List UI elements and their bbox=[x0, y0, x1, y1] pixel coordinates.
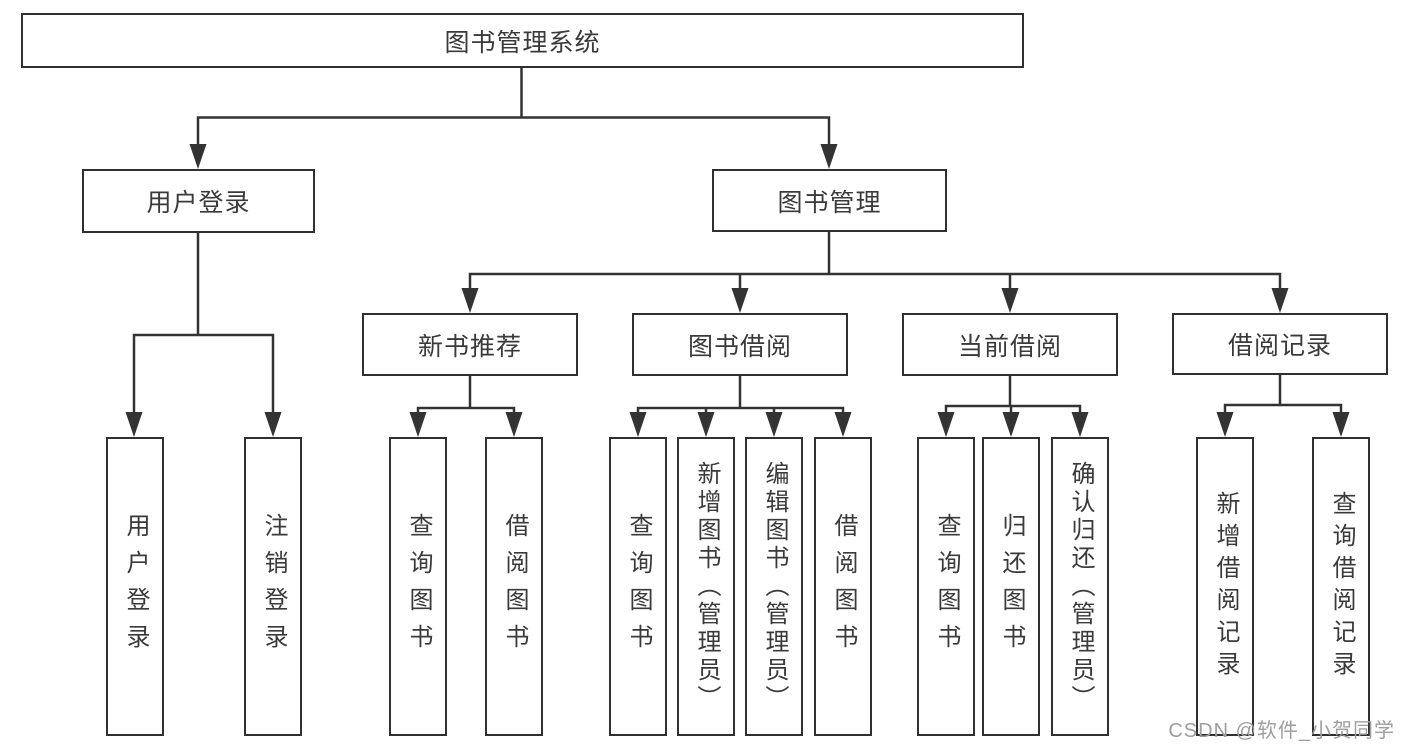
leaf-confirm-return-admin: 确认归还（管理员） bbox=[1051, 437, 1109, 736]
arrowhead-icon bbox=[731, 288, 749, 313]
leaf-add-books-admin: 新增图书（管理员） bbox=[677, 437, 735, 736]
node-label: 查询图书 bbox=[625, 512, 652, 661]
edge-records-to-leaves bbox=[1223, 373, 1343, 416]
node-label: 图书管理 bbox=[777, 188, 882, 217]
edge-new-books-to-leaves bbox=[416, 374, 516, 416]
node-label: 确认归还（管理员） bbox=[1067, 460, 1094, 713]
edge-book-management-to-level3 bbox=[468, 230, 1282, 292]
arrowhead-icon bbox=[1002, 412, 1020, 437]
edge-current-to-leaves bbox=[944, 374, 1082, 416]
arrowhead-icon bbox=[264, 412, 282, 437]
node-borrowing-records: 借阅记录 bbox=[1172, 313, 1388, 375]
edge-user-login-to-leaves bbox=[132, 231, 275, 416]
arrowhead-icons bbox=[125, 144, 1350, 437]
node-label: 图书管理系统 bbox=[444, 28, 601, 57]
leaf-user-login: 用户登录 bbox=[106, 437, 164, 736]
node-label: 查询借阅记录 bbox=[1328, 490, 1355, 683]
leaf-logout: 注销登录 bbox=[244, 437, 302, 736]
csdn-watermark: CSDN @软件_小贺同学 bbox=[1168, 720, 1395, 742]
node-label: 新增借阅记录 bbox=[1212, 490, 1239, 683]
node-label: 查询图书 bbox=[933, 512, 960, 661]
arrowhead-icon bbox=[820, 144, 838, 169]
arrowhead-icon bbox=[937, 412, 955, 437]
node-label: 借阅图书 bbox=[830, 512, 857, 661]
node-label: 用户登录 bbox=[122, 512, 149, 661]
leaf-edit-books-admin: 编辑图书（管理员） bbox=[745, 437, 803, 736]
arrowhead-icon bbox=[1216, 412, 1234, 437]
leaf-add-borrow-record: 新增借阅记录 bbox=[1196, 437, 1254, 736]
edge-root-to-level2 bbox=[196, 66, 831, 148]
arrowhead-icon bbox=[629, 412, 647, 437]
node-book-management: 图书管理 bbox=[712, 169, 947, 232]
node-new-book-recommend: 新书推荐 bbox=[362, 313, 578, 376]
node-label: 查询图书 bbox=[405, 512, 432, 661]
arrowhead-icon bbox=[1001, 288, 1019, 313]
node-label: 用户登录 bbox=[146, 189, 251, 217]
arrowhead-icon bbox=[1332, 412, 1350, 437]
node-label: 借阅图书 bbox=[501, 512, 528, 661]
arrowhead-icon bbox=[1271, 288, 1289, 313]
node-label: 新增图书（管理员） bbox=[693, 460, 720, 713]
arrowhead-icon bbox=[461, 288, 479, 313]
arrowhead-icon bbox=[697, 412, 715, 437]
leaf-query-borrow-record: 查询借阅记录 bbox=[1312, 437, 1370, 736]
node-label: 注销登录 bbox=[260, 512, 287, 661]
node-label: 新书推荐 bbox=[417, 332, 522, 361]
arrowhead-icon bbox=[765, 412, 783, 437]
arrowhead-icon bbox=[505, 412, 523, 437]
node-current-borrowing: 当前借阅 bbox=[902, 313, 1118, 376]
arrowhead-icon bbox=[409, 412, 427, 437]
node-label: 图书借阅 bbox=[687, 332, 792, 361]
arrowhead-icon bbox=[834, 412, 852, 437]
node-label: 借阅记录 bbox=[1227, 332, 1332, 360]
arrowhead-icon bbox=[125, 412, 143, 437]
arrowhead-icon bbox=[189, 144, 207, 169]
leaf-query-books-2: 查询图书 bbox=[609, 437, 667, 736]
node-book-borrowing: 图书借阅 bbox=[632, 313, 848, 376]
leaf-borrow-books-1: 借阅图书 bbox=[485, 437, 543, 736]
leaf-query-books-1: 查询图书 bbox=[389, 437, 447, 736]
leaf-return-books: 归还图书 bbox=[982, 437, 1040, 736]
leaf-query-books-3: 查询图书 bbox=[917, 437, 975, 736]
node-label: 当前借阅 bbox=[957, 332, 1062, 361]
leaf-borrow-books-2: 借阅图书 bbox=[814, 437, 872, 736]
node-label: 编辑图书（管理员） bbox=[761, 460, 788, 713]
edge-borrowing-to-leaves bbox=[636, 374, 845, 416]
arrowhead-icon bbox=[1071, 412, 1089, 437]
node-user-login: 用户登录 bbox=[82, 169, 315, 233]
node-root-system: 图书管理系统 bbox=[21, 13, 1024, 68]
node-label: 归还图书 bbox=[998, 512, 1025, 661]
